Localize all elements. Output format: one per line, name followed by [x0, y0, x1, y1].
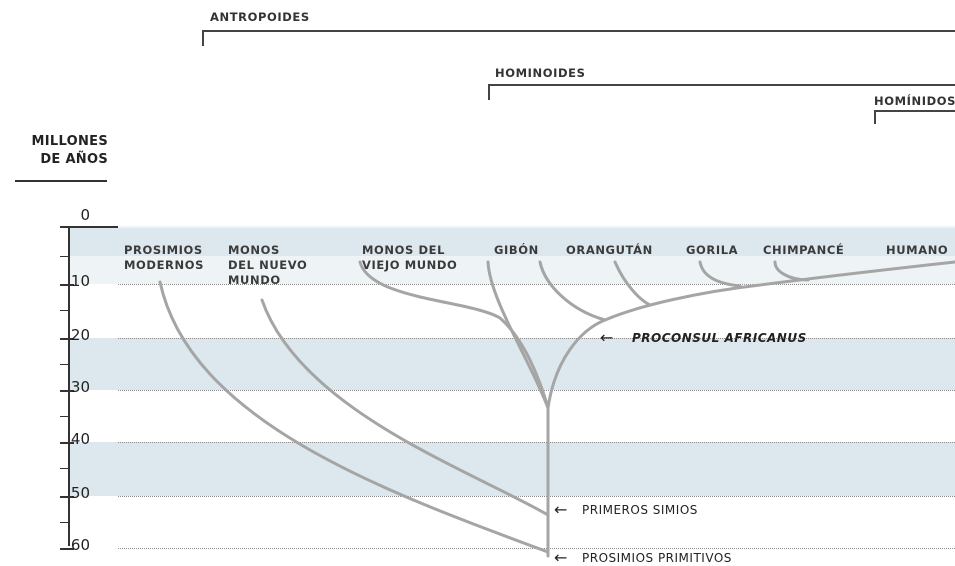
minor-tick	[60, 256, 70, 257]
taxon-line: MODERNOS	[124, 258, 204, 272]
gridline-10	[118, 284, 955, 285]
branch-gibon	[486, 260, 550, 410]
tick-20	[60, 338, 74, 340]
taxon-gorila: GORILA	[686, 243, 739, 257]
band-40-50	[70, 442, 955, 496]
annotation-primeros-simios: PRIMEROS SIMIOS	[582, 503, 698, 517]
taxon-chimpance: CHIMPANCÉ	[763, 243, 845, 257]
tick-10	[60, 284, 74, 286]
tick-60	[60, 548, 74, 550]
arrow-primeros-simios: ←	[554, 500, 568, 519]
axis-title-line2: DE AÑOS	[40, 152, 108, 167]
band-50-60	[70, 496, 955, 556]
clade-bracket-antropoides	[202, 30, 955, 32]
minor-tick	[60, 310, 70, 311]
clade-label-hominidos: HOMÍNIDOS	[874, 94, 955, 108]
tick-label-60: 60	[70, 536, 90, 554]
band-0-5	[70, 228, 955, 256]
axis-title-line1: MILLONES	[31, 134, 108, 149]
taxon-line: MUNDO	[228, 273, 281, 287]
tick-label-40: 40	[70, 430, 90, 448]
gridline-50	[118, 496, 955, 497]
time-axis	[68, 226, 70, 546]
branch-prosimios-modernos	[158, 280, 550, 554]
clade-label-antropoides: ANTROPOIDES	[210, 10, 310, 24]
minor-tick	[60, 522, 70, 523]
band-30-40	[70, 390, 955, 442]
branch-chimpance	[773, 260, 810, 282]
branch-gorila	[698, 260, 742, 288]
branch-hominoid-side	[538, 260, 607, 322]
axis-title: MILLONES DE AÑOS	[8, 133, 108, 169]
gridline-20	[118, 338, 955, 339]
taxon-line: MONOS	[228, 243, 280, 257]
tick-40	[60, 442, 74, 444]
tick-0	[60, 226, 118, 228]
tick-label-10: 10	[70, 272, 90, 290]
gridline-30	[118, 390, 955, 391]
branch-great-apes-stem	[546, 318, 607, 410]
arrow-proconsul: ←	[600, 328, 614, 347]
clade-bracket-hominoides	[488, 84, 955, 86]
clade-bracket-hominidos	[874, 110, 955, 112]
arrow-prosimios-primitivos: ←	[554, 548, 568, 566]
taxon-monos-viejo-mundo: MONOS DEL VIEJO MUNDO	[362, 243, 457, 273]
tick-label-20: 20	[70, 326, 90, 344]
taxon-orangutan: ORANGUTÁN	[566, 243, 653, 257]
tick-label-0: 0	[80, 206, 90, 224]
clade-bracket-hominoides-tick	[488, 84, 490, 100]
minor-tick	[60, 364, 70, 365]
taxon-monos-nuevo-mundo: MONOS DEL NUEVO MUNDO	[228, 243, 307, 288]
tick-label-30: 30	[70, 378, 90, 396]
taxon-line: PROSIMIOS	[124, 243, 203, 257]
tick-50	[60, 496, 74, 498]
branch-humano	[603, 260, 955, 322]
taxon-prosimios-modernos: PROSIMIOS MODERNOS	[124, 243, 204, 273]
annotation-proconsul-africanus: PROCONSUL AFRICANUS	[632, 331, 807, 345]
tick-label-50: 50	[70, 484, 90, 502]
minor-tick	[60, 468, 70, 469]
axis-title-rule	[15, 180, 107, 182]
taxon-gibon: GIBÓN	[494, 243, 539, 257]
taxon-line: DEL NUEVO	[228, 258, 308, 272]
taxon-line: MONOS DEL	[362, 243, 446, 257]
clade-bracket-hominidos-tick	[874, 110, 876, 124]
clade-label-hominoides: HOMINOIDES	[495, 66, 586, 80]
annotation-prosimios-primitivos: PROSIMIOS PRIMITIVOS	[582, 551, 732, 565]
taxon-line: VIEJO MUNDO	[362, 258, 458, 272]
minor-tick	[60, 416, 70, 417]
branch-orangutan	[613, 260, 652, 307]
branch-monos-viejo-mundo	[358, 260, 550, 410]
taxon-humano: HUMANO	[886, 243, 949, 257]
tick-30	[60, 390, 74, 392]
branch-monos-nuevo-mundo	[260, 298, 550, 517]
clade-bracket-antropoides-tick	[202, 30, 204, 46]
gridline-40	[118, 442, 955, 443]
